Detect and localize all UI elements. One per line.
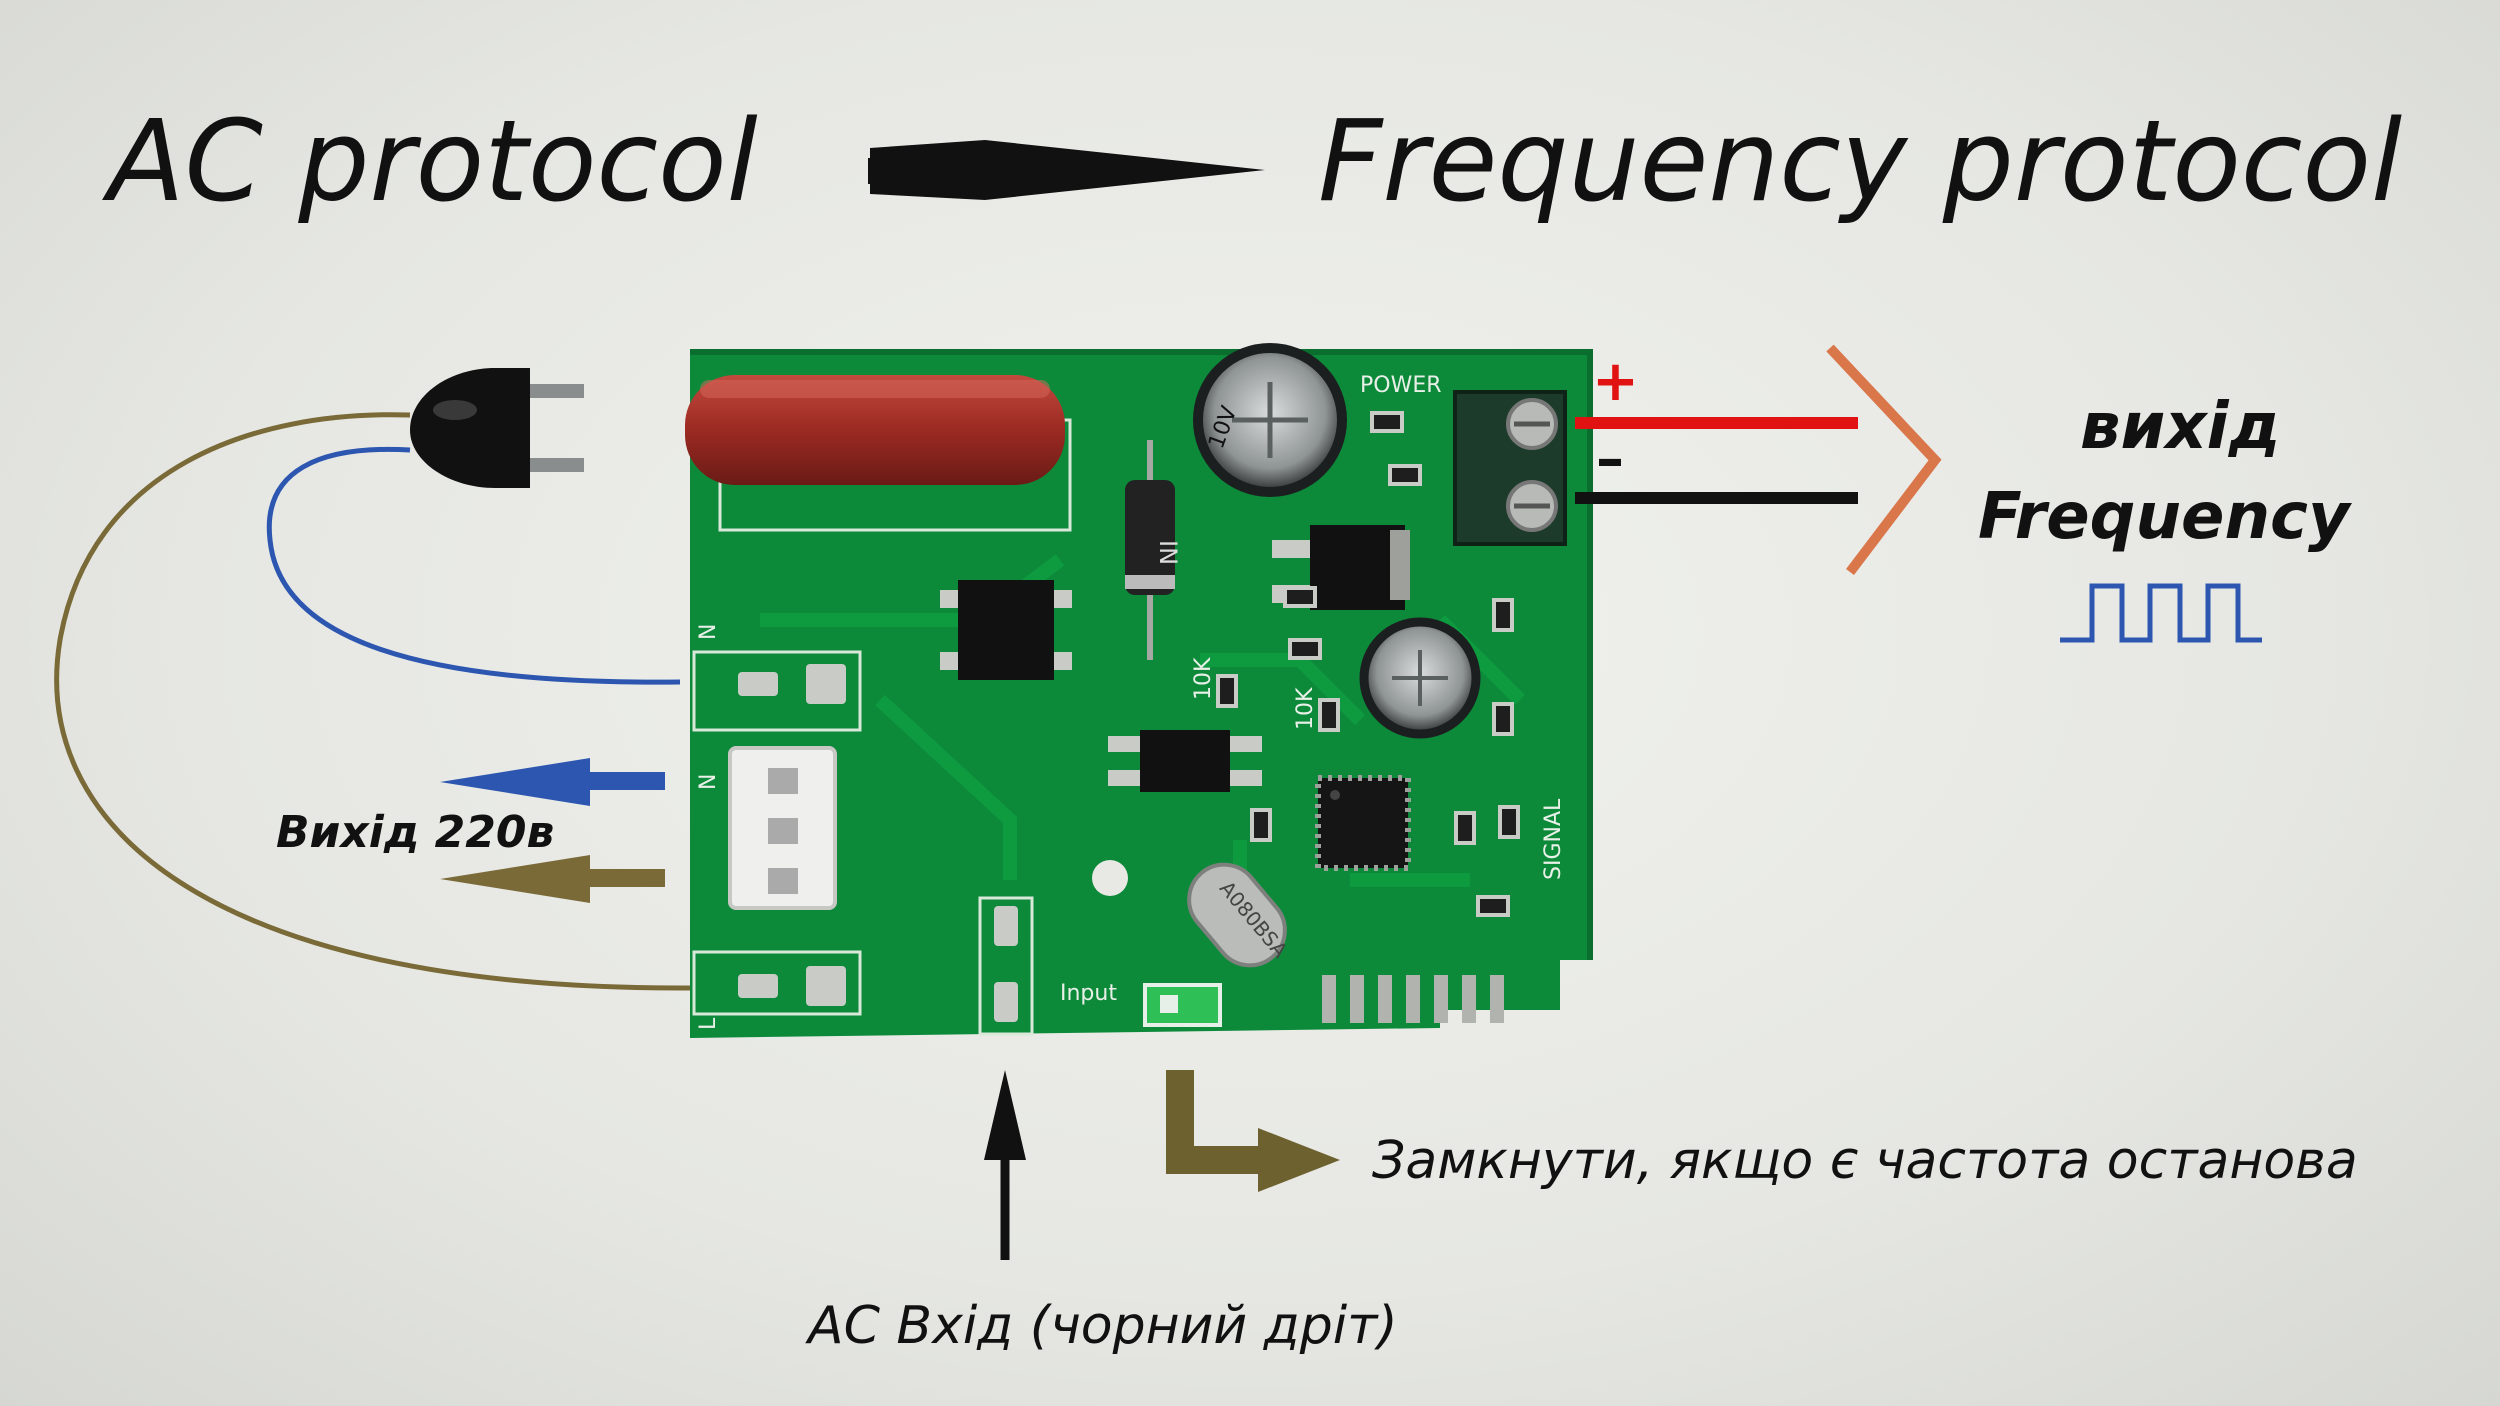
resistor-label-1: 10K	[1191, 657, 1216, 700]
optocoupler	[1108, 730, 1262, 792]
output-label-line2: Frequency	[1978, 480, 2352, 554]
electrolytic-capacitor-large: 10V	[1193, 343, 1347, 497]
microcontroller	[1315, 775, 1411, 871]
square-wave-icon	[2060, 583, 2262, 643]
output-label-line1: вихід	[2080, 390, 2280, 464]
minus-sign: –	[1596, 427, 1624, 492]
output-220v-label: Вихід 220в	[276, 807, 554, 858]
chevron-icon	[1826, 344, 1942, 576]
bridge-rectifier	[940, 580, 1072, 680]
electrolytic-capacitor-small	[1359, 617, 1481, 739]
stop-note-arrow	[1166, 1070, 1340, 1192]
output-220v-arrows	[440, 758, 665, 903]
diode-label: IN	[1154, 540, 1182, 565]
smd-resistors	[1216, 411, 1520, 917]
n-label-1: N	[696, 624, 721, 640]
plug-icon	[410, 368, 584, 488]
screw-terminal	[1453, 390, 1567, 546]
stop-jumper	[1143, 983, 1222, 1027]
power-label: POWER	[1360, 373, 1442, 398]
blue-wire	[266, 446, 681, 685]
ac-input-label: АС Вхід (чорний дріт)	[805, 1296, 1398, 1356]
white-connector	[728, 746, 837, 910]
film-capacitor	[685, 375, 1065, 485]
l-label: L	[696, 1017, 721, 1030]
regulator-chip	[1272, 525, 1410, 610]
resistor-label-2: 10K	[1293, 687, 1318, 730]
title-left: AC protocol	[102, 97, 758, 227]
ac-input-arrow	[984, 1070, 1026, 1260]
n-label-2: N	[696, 774, 721, 790]
plus-sign: +	[1592, 349, 1639, 414]
arrow-right-icon	[868, 140, 1265, 200]
input-label: Input	[1060, 981, 1117, 1006]
diode: IN	[1125, 440, 1182, 660]
brown-wire	[54, 412, 691, 991]
signal-label: SIGNAL	[1541, 798, 1566, 880]
title-right: Frequency protocol	[1318, 97, 2402, 227]
stop-note-label: Замкнути, якщо є частота останова	[1372, 1131, 2358, 1191]
